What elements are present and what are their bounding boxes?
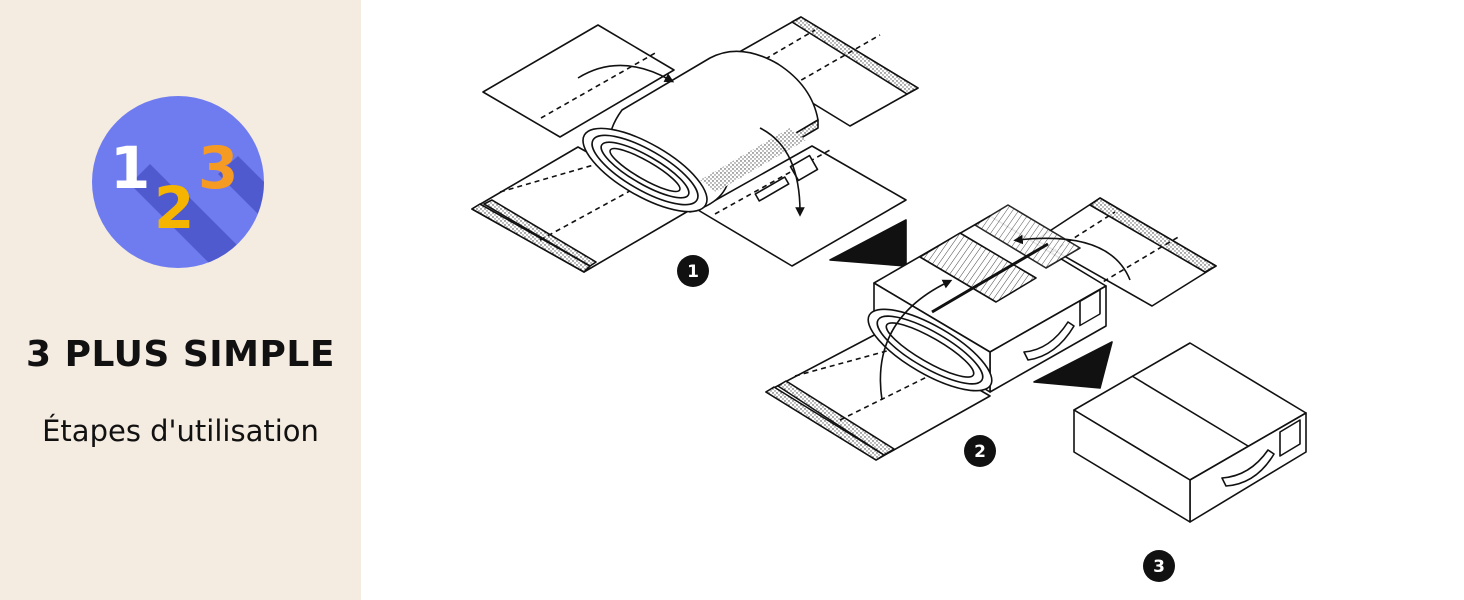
steps-123-icon: 1 2 3 bbox=[92, 96, 264, 268]
step-3-illustration bbox=[1073, 342, 1307, 523]
badge-digit-1: 1 bbox=[110, 134, 150, 202]
badge-digit-2: 2 bbox=[154, 174, 194, 242]
step-2-marker: 2 bbox=[964, 435, 996, 467]
left-panel: 1 2 3 3 PLUS SIMPLE Étapes d'utilisation bbox=[0, 0, 361, 600]
subtitle: Étapes d'utilisation bbox=[42, 414, 319, 448]
step-2-number: 2 bbox=[974, 442, 986, 462]
step-1-illustration bbox=[471, 16, 919, 273]
badge-circle bbox=[92, 96, 264, 268]
badge-digit-3: 3 bbox=[198, 134, 238, 202]
step-2-illustration bbox=[765, 197, 1217, 461]
folding-steps-diagram: 1 2 3 bbox=[471, 16, 1307, 582]
step-3-marker: 3 bbox=[1143, 550, 1175, 582]
step-3-number: 3 bbox=[1153, 557, 1165, 577]
headline: 3 PLUS SIMPLE bbox=[26, 334, 335, 375]
step-1-number: 1 bbox=[687, 262, 699, 282]
step-1-marker: 1 bbox=[677, 255, 709, 287]
